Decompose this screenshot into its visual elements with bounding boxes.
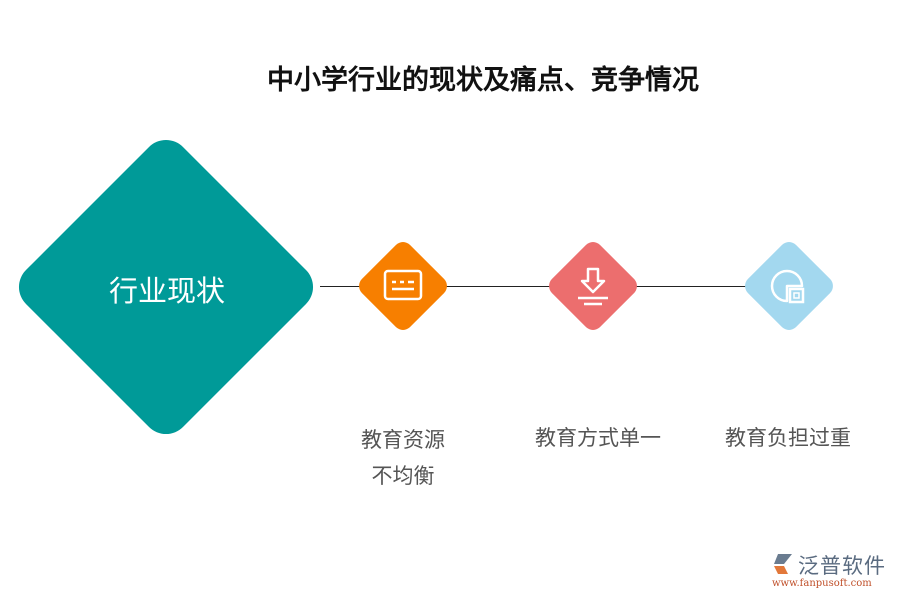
node-label-2-line1: 教育方式单一: [535, 426, 661, 450]
node-label-3-line1: 教育负担过重: [725, 426, 851, 450]
screen-icon: [383, 269, 423, 301]
logo-name: 泛普软件: [798, 554, 886, 578]
connector-line: [320, 286, 750, 287]
logo-icon: [774, 554, 792, 574]
node-label-2: 教育方式单一: [518, 420, 678, 456]
main-node-label: 行业现状: [108, 274, 225, 308]
node-label-1-line1: 教育资源: [361, 428, 445, 452]
node-label-1: 教育资源 不均衡: [343, 422, 463, 494]
node-label-1-line2: 不均衡: [371, 464, 435, 488]
download-icon: [578, 267, 608, 306]
node-label-3: 教育负担过重: [708, 420, 868, 456]
brand-logo: 泛普软件 www.fanpusoft.com: [770, 550, 895, 595]
logo-url: www.fanpusoft.com: [772, 578, 872, 589]
pie-chart-icon: [770, 269, 805, 304]
page-title: 中小学行业的现状及痛点、竞争情况: [267, 65, 699, 96]
